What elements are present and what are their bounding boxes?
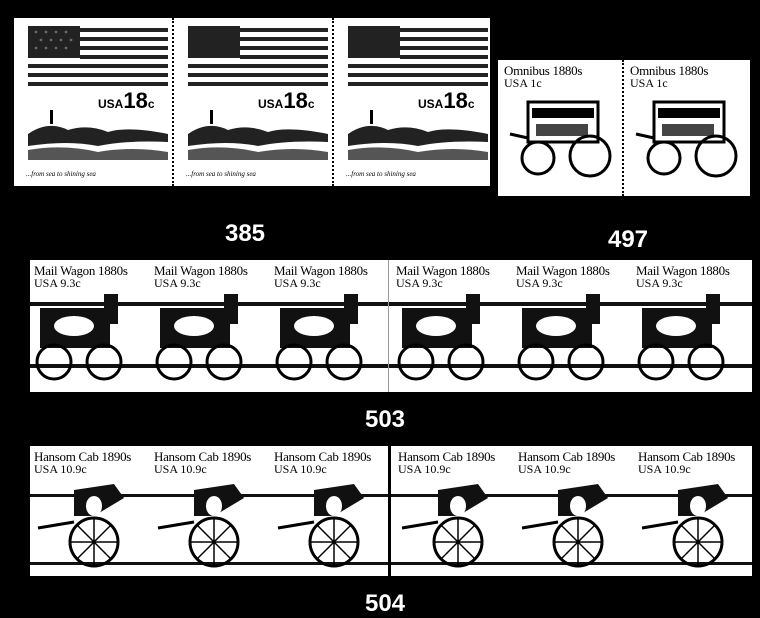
stamp-caption: ...from sea to shining sea [186, 170, 256, 178]
hansom-cab-image [521, 484, 608, 568]
hansom-cab-image [641, 484, 728, 568]
stamp-value: USA 10.9c [398, 462, 451, 476]
mail-wagon-image [275, 294, 363, 381]
flag-image [348, 26, 488, 86]
stamp-title: Omnibus 1880s [630, 63, 709, 78]
stamp-value: USA 9.3c [154, 276, 201, 290]
hansom-cab-stamp: Hansom Cab 1890s USA 10.9c [634, 446, 752, 576]
stamp-value: USA 10.9c [518, 462, 571, 476]
denomination: USA18c [258, 88, 315, 113]
stamp-value: USA 1c [630, 76, 668, 90]
stamp-value: USA 10.9c [638, 462, 691, 476]
flag-stamp: USA18c ...from sea to shining sea [336, 18, 490, 186]
hansom-cab-stamp: Hansom Cab 1890s USA 10.9c [514, 446, 632, 576]
stamp-title: Mail Wagon 1880s [636, 263, 730, 278]
denomination: USA18c [418, 88, 475, 113]
lot-504-strip: Hansom Cab 1890s USA 10.9c Hansom Cab 18… [30, 446, 752, 576]
perforation [388, 446, 395, 576]
hansom-cab-stamp: Hansom Cab 1890s USA 10.9c [394, 446, 512, 576]
plate-line [30, 494, 752, 497]
hansom-cab-image [157, 484, 244, 568]
lighthouse-seascape [348, 110, 488, 160]
mail-wagon-image [637, 294, 725, 381]
perforation [388, 260, 393, 392]
stamp-title: Omnibus 1880s [504, 63, 583, 78]
lot-503-strip: Mail Wagon 1880s USA 9.3c Mail Wagon 188… [30, 260, 752, 392]
flag-image [188, 26, 328, 86]
stamp-title: Hansom Cab 1890s [34, 449, 132, 464]
mail-wagon-image [155, 294, 243, 381]
hansom-cab-stamp: Hansom Cab 1890s USA 10.9c [30, 446, 148, 576]
lot-497-pair: Omnibus 1880s USA 1c Omnibus 1880s USA 1… [498, 60, 750, 196]
plate-line [30, 364, 752, 368]
stamp-title: Hansom Cab 1890s [274, 449, 372, 464]
omnibus-stamp: Omnibus 1880s USA 1c [626, 60, 748, 196]
stamp-value: USA 9.3c [636, 276, 683, 290]
mail-wagon-stamp: Mail Wagon 1880s USA 9.3c [30, 260, 148, 392]
stamp-title: Mail Wagon 1880s [396, 263, 490, 278]
mail-wagon-stamp: Mail Wagon 1880s USA 9.3c [632, 260, 750, 392]
perforation [622, 60, 628, 196]
hansom-cab-stamp: Hansom Cab 1890s USA 10.9c [270, 446, 388, 576]
stamp-value: USA 9.3c [274, 276, 321, 290]
mail-wagon-image [397, 294, 485, 381]
stamp-value: USA 10.9c [274, 462, 327, 476]
stamp-value: USA 1c [504, 76, 542, 90]
stamp-title: Mail Wagon 1880s [154, 263, 248, 278]
lighthouse-seascape [188, 110, 328, 160]
mail-wagon-stamp: Mail Wagon 1880s USA 9.3c [392, 260, 510, 392]
omnibus-image [509, 100, 612, 178]
hansom-cab-image [37, 484, 124, 568]
lot-number-504: 504 [364, 590, 406, 617]
lot-number-497: 497 [607, 226, 649, 253]
mail-wagon-image [517, 294, 605, 381]
lot-number-503: 503 [364, 406, 406, 433]
stamp-title: Hansom Cab 1890s [518, 449, 616, 464]
hansom-cab-stamp: Hansom Cab 1890s USA 10.9c [150, 446, 268, 576]
mail-wagon-stamp: Mail Wagon 1880s USA 9.3c [270, 260, 388, 392]
lot-number-385: 385 [224, 220, 266, 247]
stamp-value: USA 9.3c [396, 276, 443, 290]
mail-wagon-stamp: Mail Wagon 1880s USA 9.3c [150, 260, 268, 392]
stamp-title: Hansom Cab 1890s [638, 449, 736, 464]
flag-stamp: USA18c ...from sea to shining sea [176, 18, 330, 186]
denomination: USA18c [98, 88, 155, 113]
hansom-cab-image [277, 484, 364, 568]
omnibus-image [635, 100, 738, 178]
perforation [332, 18, 338, 186]
mail-wagon-image [35, 294, 123, 381]
stamp-title: Mail Wagon 1880s [516, 263, 610, 278]
plate-line [30, 562, 752, 565]
lighthouse-seascape [28, 110, 168, 160]
stamp-title: Mail Wagon 1880s [274, 263, 368, 278]
plate-line [30, 302, 752, 306]
flag-stamp: USA18c ...from sea to shining sea [16, 18, 170, 186]
stamp-value: USA 9.3c [34, 276, 81, 290]
stamp-title: Hansom Cab 1890s [154, 449, 252, 464]
lot-385-strip: USA18c ...from sea to shining sea USA18c… [14, 18, 490, 186]
hansom-cab-image [401, 484, 488, 568]
flag-image [28, 26, 168, 86]
stamp-value: USA 10.9c [34, 462, 87, 476]
stamp-caption: ...from sea to shining sea [26, 170, 96, 178]
perforation [172, 18, 178, 186]
stamp-value: USA 10.9c [154, 462, 207, 476]
omnibus-stamp: Omnibus 1880s USA 1c [500, 60, 620, 196]
stamp-caption: ...from sea to shining sea [346, 170, 416, 178]
stamp-title: Hansom Cab 1890s [398, 449, 496, 464]
stamp-value: USA 9.3c [516, 276, 563, 290]
mail-wagon-stamp: Mail Wagon 1880s USA 9.3c [512, 260, 630, 392]
stamp-title: Mail Wagon 1880s [34, 263, 128, 278]
